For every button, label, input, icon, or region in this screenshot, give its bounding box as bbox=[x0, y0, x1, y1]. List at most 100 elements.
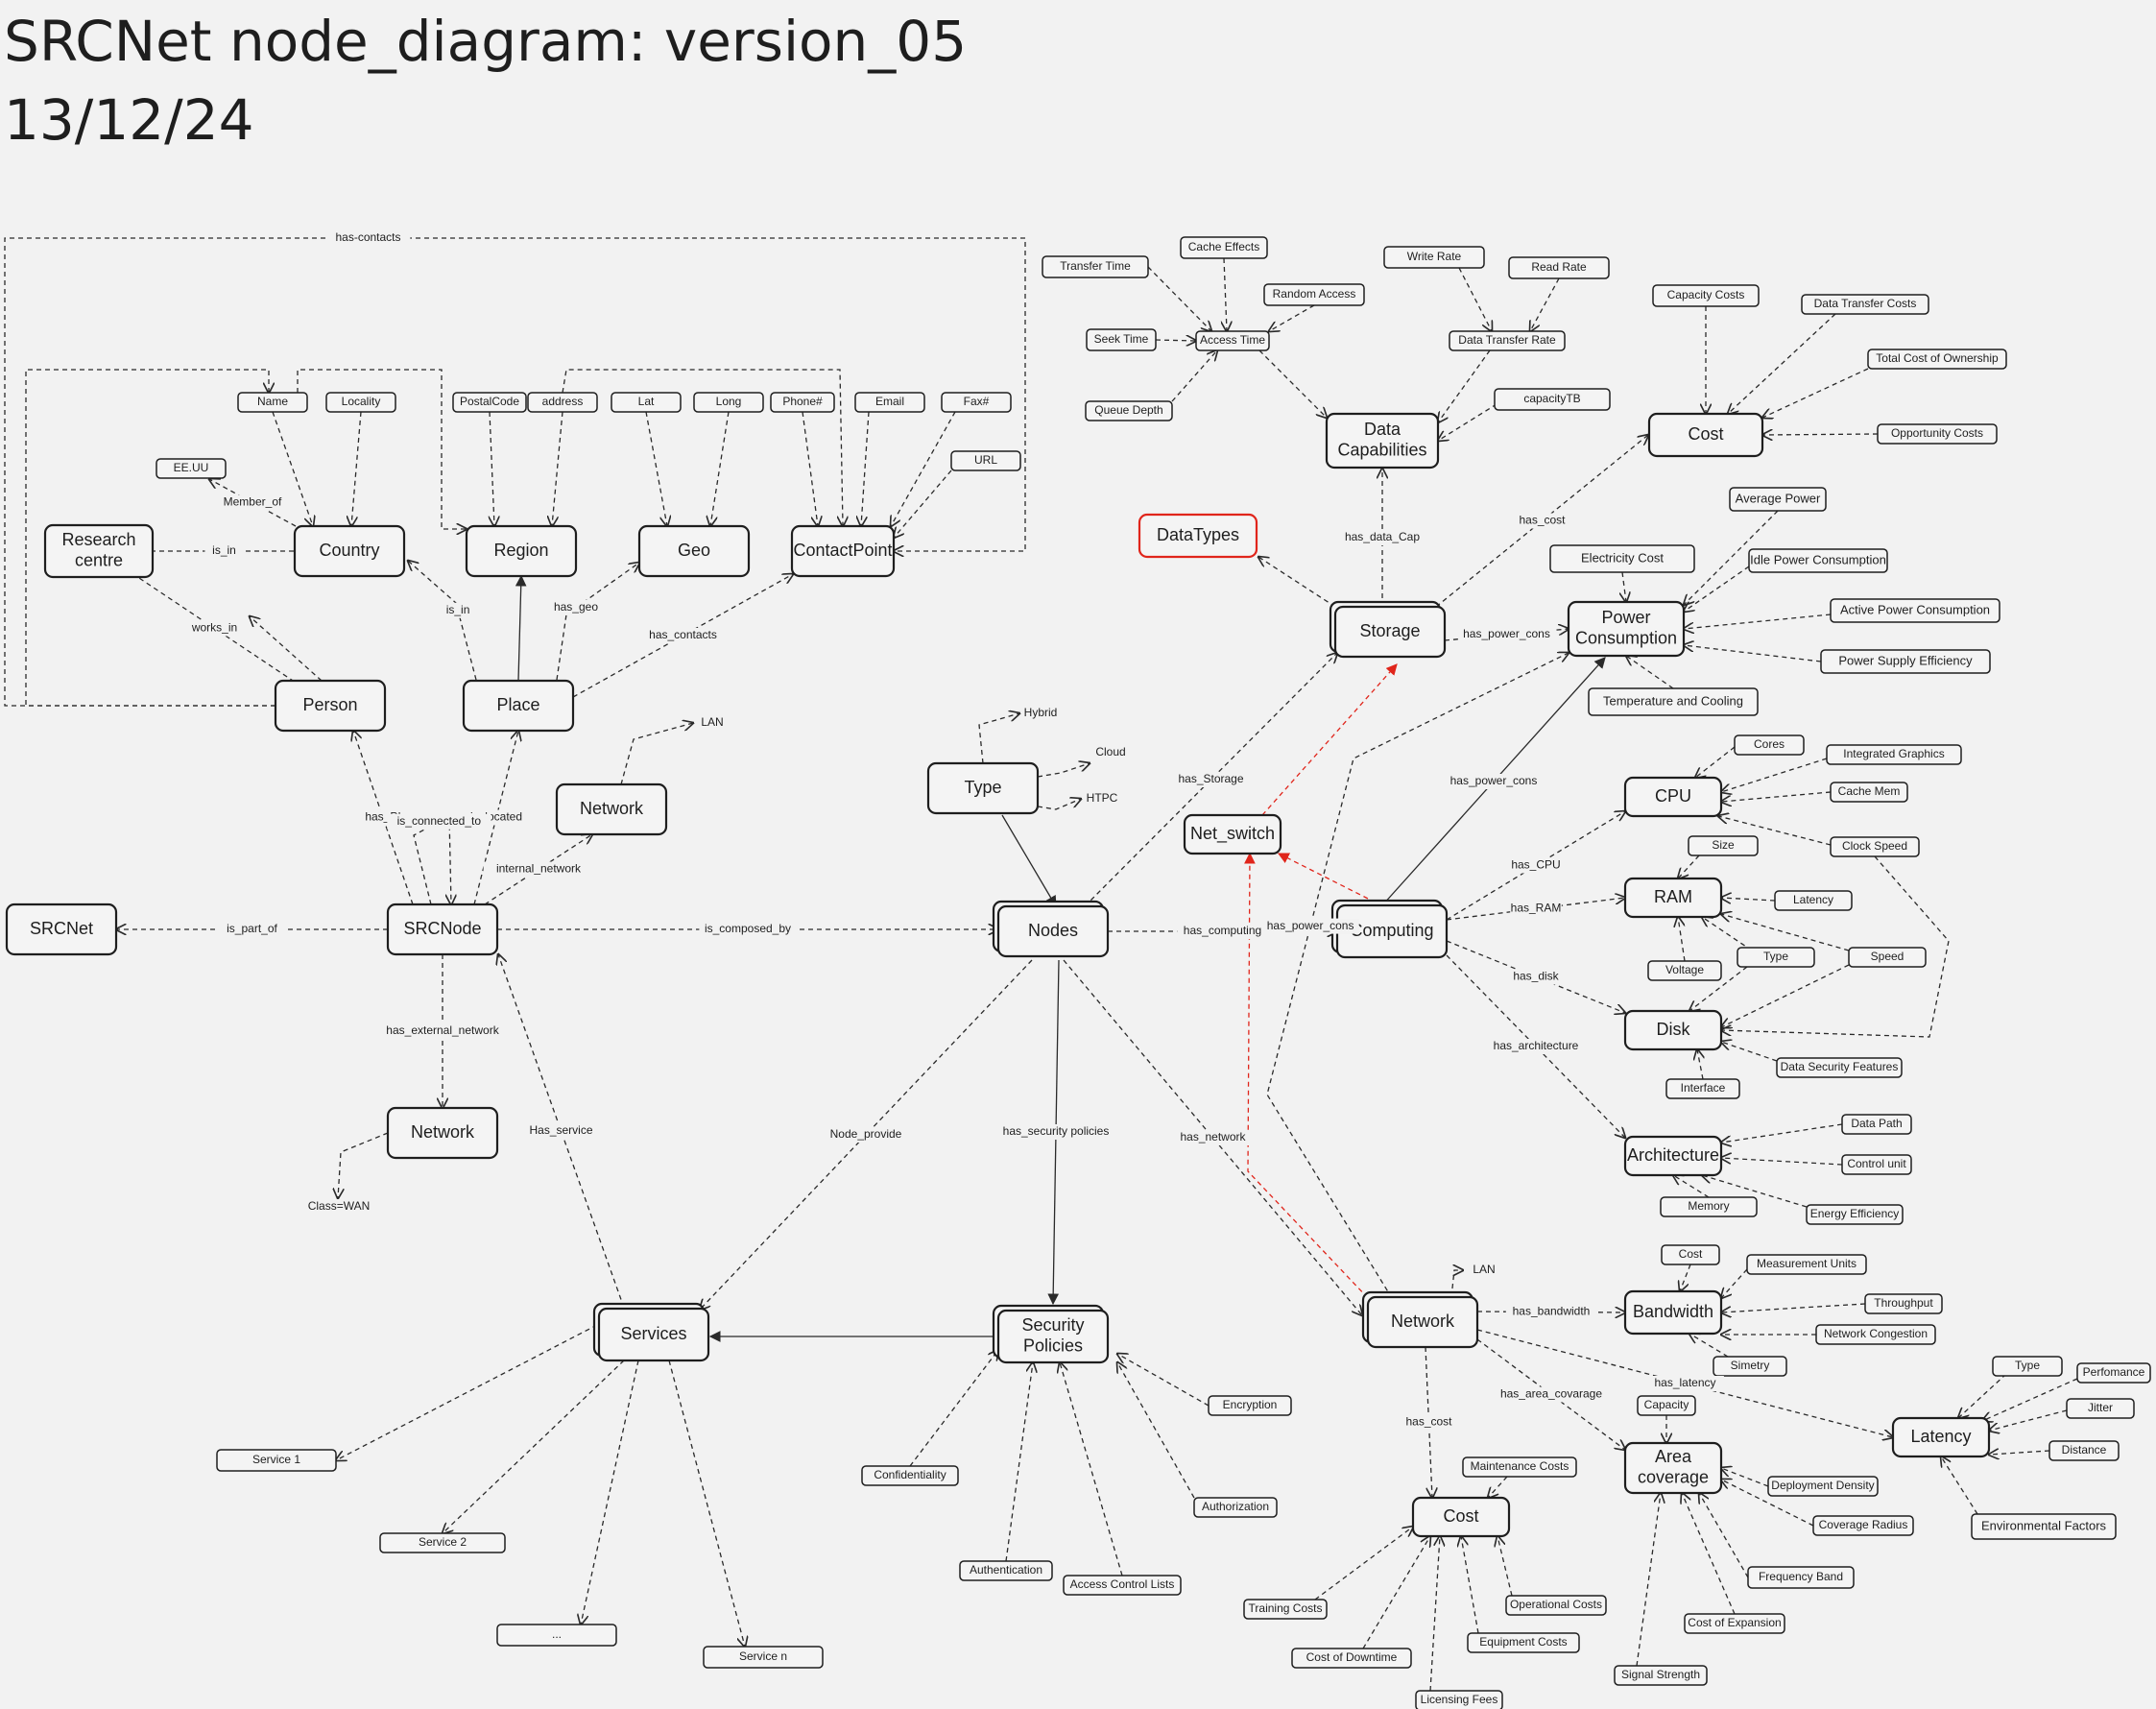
node-a_dtcost[interactable]: Data Transfer Costs bbox=[1801, 294, 1929, 315]
node-a_captb[interactable]: capacityTB bbox=[1494, 388, 1611, 411]
node-a_transfer[interactable]: Transfer Time bbox=[1042, 255, 1149, 278]
node-datatypes[interactable]: DataTypes bbox=[1138, 513, 1258, 559]
node-a_simetry[interactable]: Simetry bbox=[1713, 1356, 1787, 1377]
node-a_jitter[interactable]: Jitter bbox=[2066, 1398, 2135, 1419]
node-a_throughput[interactable]: Throughput bbox=[1864, 1293, 1943, 1314]
node-a_clock[interactable]: Clock Speed bbox=[1830, 836, 1920, 857]
node-a_eeuu[interactable]: EE.UU bbox=[156, 458, 227, 479]
node-a_intgfx[interactable]: Integrated Graphics bbox=[1826, 744, 1962, 765]
node-a_url[interactable]: URL bbox=[950, 450, 1021, 471]
node-a_costexp[interactable]: Cost of Expansion bbox=[1684, 1613, 1785, 1634]
node-network_ext[interactable]: Network bbox=[386, 1106, 499, 1160]
node-a_maint[interactable]: Maintenance Costs bbox=[1462, 1456, 1577, 1478]
node-a_energyeff[interactable]: Energy Efficiency bbox=[1806, 1204, 1904, 1225]
node-storage[interactable]: Storage bbox=[1329, 600, 1447, 659]
node-bandwidth[interactable]: Bandwidth bbox=[1623, 1289, 1723, 1336]
node-a_psueff[interactable]: Power Supply Efficiency bbox=[1820, 649, 1991, 674]
node-a_capacity[interactable]: Capacity bbox=[1637, 1395, 1696, 1416]
node-a_access[interactable]: Access Time bbox=[1195, 330, 1270, 351]
node-a_memory[interactable]: Memory bbox=[1660, 1196, 1758, 1217]
node-geo[interactable]: Geo bbox=[637, 524, 751, 578]
node-a_read[interactable]: Read Rate bbox=[1508, 256, 1610, 279]
node-cost_top[interactable]: Cost bbox=[1647, 412, 1764, 458]
node-a_svcn[interactable]: Service n bbox=[703, 1646, 824, 1669]
node-a_tempcool[interactable]: Temperature and Cooling bbox=[1588, 687, 1759, 716]
node-a_latram[interactable]: Latency bbox=[1774, 890, 1853, 911]
node-architecture[interactable]: Architecture bbox=[1623, 1135, 1723, 1177]
node-a_covradius[interactable]: Coverage Radius bbox=[1812, 1515, 1914, 1536]
node-a_eleccost[interactable]: Electricity Cost bbox=[1549, 544, 1695, 573]
node-a_name[interactable]: Name bbox=[237, 392, 308, 413]
node-a_svc1[interactable]: Service 1 bbox=[216, 1449, 337, 1472]
node-a_datapath[interactable]: Data Path bbox=[1841, 1114, 1912, 1135]
node-a_confid[interactable]: Confidentiality bbox=[861, 1465, 959, 1486]
node-disk[interactable]: Disk bbox=[1623, 1009, 1723, 1051]
node-a_perf[interactable]: Perfomance bbox=[2076, 1362, 2151, 1384]
node-a_measunits[interactable]: Measurement Units bbox=[1746, 1254, 1867, 1275]
node-a_voltage[interactable]: Voltage bbox=[1647, 960, 1722, 981]
node-a_seek[interactable]: Seek Time bbox=[1086, 328, 1157, 351]
node-a_oppcost[interactable]: Opportunity Costs bbox=[1877, 423, 1998, 445]
node-a_capcost[interactable]: Capacity Costs bbox=[1652, 284, 1760, 307]
node-place[interactable]: Place bbox=[462, 679, 575, 733]
node-ram[interactable]: RAM bbox=[1623, 877, 1723, 919]
node-person[interactable]: Person bbox=[274, 679, 387, 733]
node-a_write[interactable]: Write Rate bbox=[1383, 246, 1485, 269]
node-latency_net[interactable]: Latency bbox=[1891, 1416, 1991, 1458]
node-nodes[interactable]: Nodes bbox=[992, 900, 1110, 958]
node-network_main[interactable]: Network bbox=[1361, 1290, 1479, 1349]
node-a_encrypt[interactable]: Encryption bbox=[1208, 1395, 1292, 1416]
node-a_licensing[interactable]: Licensing Fees bbox=[1415, 1690, 1503, 1709]
node-a_training[interactable]: Training Costs bbox=[1243, 1599, 1328, 1620]
node-a_signal[interactable]: Signal Strength bbox=[1614, 1665, 1708, 1686]
node-net_switch[interactable]: Net_switch bbox=[1183, 813, 1282, 855]
node-a_speed[interactable]: Speed bbox=[1848, 947, 1927, 968]
node-a_idlepower[interactable]: Idle Power Consumption bbox=[1748, 548, 1888, 573]
node-a_address[interactable]: address bbox=[527, 392, 598, 413]
node-a_random[interactable]: Random Access bbox=[1263, 283, 1365, 306]
node-a_deploy[interactable]: Deployment Density bbox=[1767, 1476, 1879, 1497]
node-a_svcdots[interactable]: ... bbox=[496, 1624, 617, 1647]
node-a_authn[interactable]: Authentication bbox=[959, 1560, 1053, 1581]
node-region[interactable]: Region bbox=[465, 524, 578, 578]
node-a_equip[interactable]: Equipment Costs bbox=[1467, 1632, 1580, 1653]
node-services[interactable]: Services bbox=[592, 1302, 710, 1362]
node-srcnet[interactable]: SRCNet bbox=[5, 903, 118, 956]
node-a_downtime[interactable]: Cost of Downtime bbox=[1291, 1648, 1412, 1669]
node-a_queue[interactable]: Queue Depth bbox=[1085, 400, 1173, 421]
node-a_interface[interactable]: Interface bbox=[1665, 1078, 1740, 1099]
node-a_lat[interactable]: Lat bbox=[611, 392, 682, 413]
node-a_netcong[interactable]: Network Congestion bbox=[1815, 1324, 1936, 1345]
node-a_fax[interactable]: Fax# bbox=[941, 392, 1012, 413]
node-a_envfact[interactable]: Environmental Factors bbox=[1971, 1513, 2117, 1540]
node-a_freqband[interactable]: Frequency Band bbox=[1747, 1566, 1855, 1589]
node-a_dtrate[interactable]: Data Transfer Rate bbox=[1449, 330, 1566, 351]
node-a_controlunit[interactable]: Control unit bbox=[1841, 1154, 1912, 1175]
node-a_cache[interactable]: Cache Effects bbox=[1180, 236, 1268, 259]
node-network_int[interactable]: Network bbox=[555, 782, 668, 836]
node-a_acl[interactable]: Access Control Lists bbox=[1063, 1575, 1182, 1596]
node-srcnode[interactable]: SRCNode bbox=[386, 903, 499, 956]
node-a_typelat[interactable]: Type bbox=[1992, 1356, 2063, 1377]
node-a_locality[interactable]: Locality bbox=[325, 392, 396, 413]
node-a_authz[interactable]: Authorization bbox=[1193, 1497, 1278, 1518]
node-a_size[interactable]: Size bbox=[1688, 835, 1759, 856]
node-a_postal[interactable]: PostalCode bbox=[452, 392, 527, 413]
node-a_typeram[interactable]: Type bbox=[1737, 947, 1815, 968]
node-country[interactable]: Country bbox=[293, 524, 406, 578]
node-a_svc2[interactable]: Service 2 bbox=[379, 1532, 506, 1553]
node-a_tco[interactable]: Total Cost of Ownership bbox=[1867, 349, 2007, 370]
node-a_distance[interactable]: Distance bbox=[2048, 1440, 2120, 1461]
node-a_cachemem[interactable]: Cache Mem bbox=[1830, 782, 1908, 803]
node-cost_net[interactable]: Cost bbox=[1411, 1496, 1511, 1538]
node-a_phone[interactable]: Phone# bbox=[770, 392, 835, 413]
node-cpu[interactable]: CPU bbox=[1623, 776, 1723, 818]
node-a_cores[interactable]: Cores bbox=[1734, 734, 1805, 756]
node-a_datasec[interactable]: Data Security Features bbox=[1776, 1057, 1903, 1078]
node-contactpoint[interactable]: ContactPoint bbox=[790, 524, 896, 578]
node-a_activepower[interactable]: Active Power Consumption bbox=[1830, 598, 2000, 623]
